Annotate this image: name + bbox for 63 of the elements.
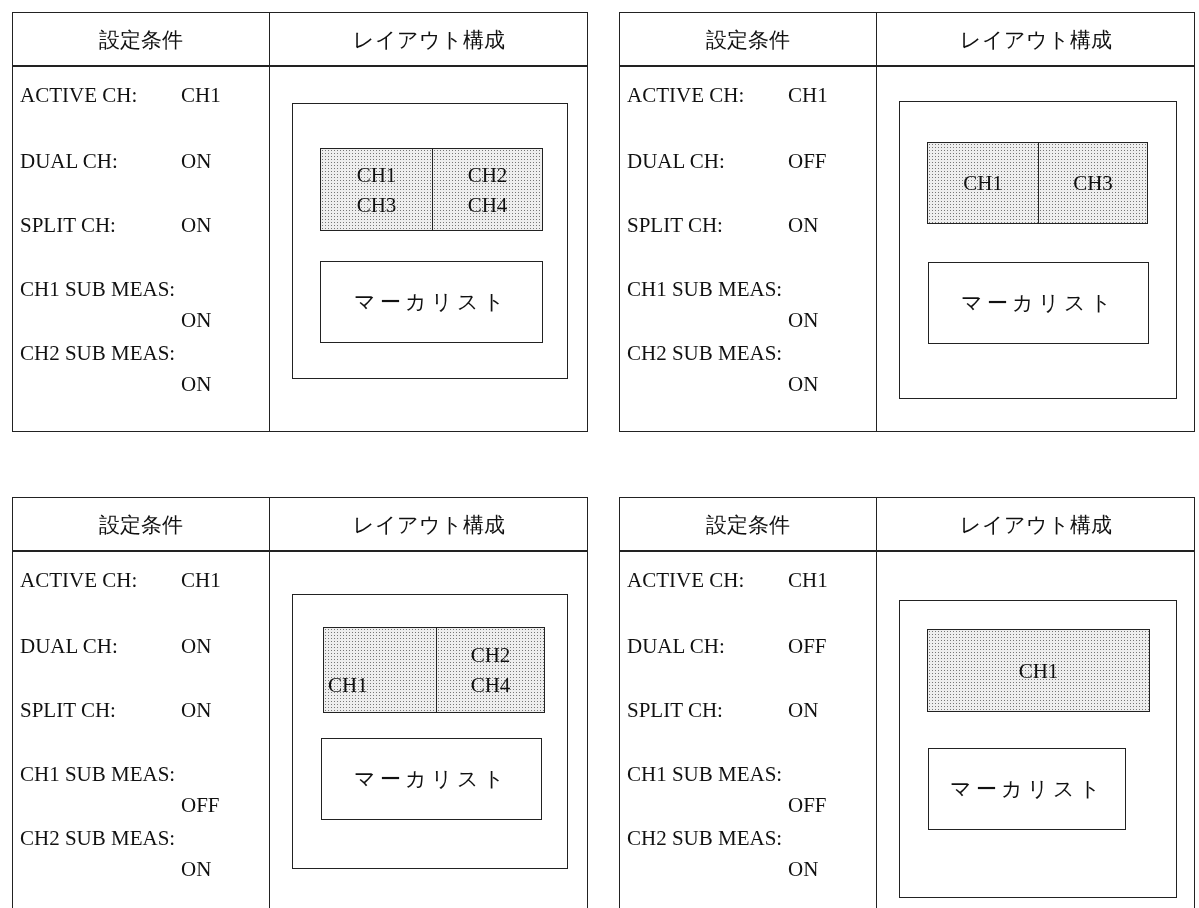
setting-name: CH1 SUB MEAS: xyxy=(627,762,783,786)
setting-value: CH1 xyxy=(181,568,221,592)
setting-name: ACTIVE CH: xyxy=(627,83,745,107)
setting-name: CH1 SUB MEAS: xyxy=(627,277,783,301)
column-header: レイアウト構成 xyxy=(960,513,1112,537)
column-header: 設定条件 xyxy=(99,28,183,52)
setting-name: SPLIT CH: xyxy=(627,698,723,722)
setting-value: ON xyxy=(181,698,212,722)
setting-name: ACTIVE CH: xyxy=(20,568,138,592)
setting-value: ON xyxy=(788,698,819,722)
column-header: 設定条件 xyxy=(706,513,790,537)
channel-area: CH1 xyxy=(323,627,437,713)
channel-area: CH1 CH3 xyxy=(320,148,433,231)
column-header: 設定条件 xyxy=(706,28,790,52)
setting-name: SPLIT CH: xyxy=(627,213,723,237)
setting-value: CH1 xyxy=(181,83,221,107)
setting-name: CH2 SUB MEAS: xyxy=(627,341,783,365)
column-header: レイアウト構成 xyxy=(353,513,505,537)
setting-name: CH1 SUB MEAS: xyxy=(20,762,176,786)
setting-value: ON xyxy=(788,213,819,237)
channel-area: CH2 CH4 xyxy=(436,627,545,713)
setting-name: DUAL CH: xyxy=(627,149,725,173)
channel-area: CH1 xyxy=(927,629,1150,712)
setting-name: DUAL CH: xyxy=(627,634,725,658)
setting-name: DUAL CH: xyxy=(20,634,118,658)
layout-frame xyxy=(899,101,1177,399)
setting-value: ON xyxy=(788,857,819,881)
channel-area: CH2 CH4 xyxy=(432,148,543,231)
setting-value: OFF xyxy=(181,793,220,817)
setting-value: OFF xyxy=(788,793,827,817)
setting-value: CH1 xyxy=(788,83,828,107)
column-header: レイアウト構成 xyxy=(353,28,505,52)
channel-area: CH1 xyxy=(927,142,1039,224)
setting-value: ON xyxy=(181,634,212,658)
setting-name: SPLIT CH: xyxy=(20,698,116,722)
channel-area: CH3 xyxy=(1038,142,1148,224)
layout-frame xyxy=(292,594,568,869)
marker-list-box: マーカリスト xyxy=(320,261,543,343)
column-header: 設定条件 xyxy=(99,513,183,537)
layout-frame xyxy=(292,103,568,379)
setting-value: ON xyxy=(788,308,819,332)
marker-list-box: マーカリスト xyxy=(928,262,1149,344)
setting-value: CH1 xyxy=(788,568,828,592)
setting-name: ACTIVE CH: xyxy=(20,83,138,107)
marker-list-box: マーカリスト xyxy=(928,748,1126,830)
marker-list-box: マーカリスト xyxy=(321,738,542,820)
setting-name: CH2 SUB MEAS: xyxy=(20,341,176,365)
setting-value: OFF xyxy=(788,149,827,173)
setting-value: ON xyxy=(181,372,212,396)
setting-name: CH2 SUB MEAS: xyxy=(627,826,783,850)
column-header: レイアウト構成 xyxy=(960,28,1112,52)
setting-value: ON xyxy=(181,213,212,237)
layout-frame xyxy=(899,600,1177,898)
setting-value: ON xyxy=(181,308,212,332)
setting-value: ON xyxy=(181,149,212,173)
setting-name: ACTIVE CH: xyxy=(627,568,745,592)
setting-name: SPLIT CH: xyxy=(20,213,116,237)
setting-name: CH2 SUB MEAS: xyxy=(20,826,176,850)
setting-value: OFF xyxy=(788,634,827,658)
setting-name: DUAL CH: xyxy=(20,149,118,173)
setting-value: ON xyxy=(788,372,819,396)
setting-name: CH1 SUB MEAS: xyxy=(20,277,176,301)
setting-value: ON xyxy=(181,857,212,881)
